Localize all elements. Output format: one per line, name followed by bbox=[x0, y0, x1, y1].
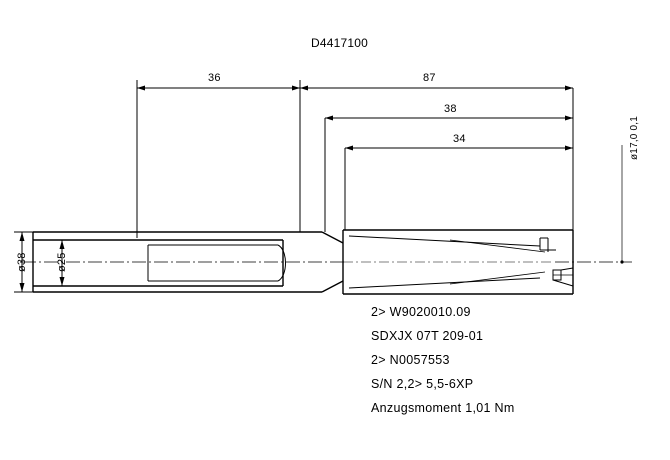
drawing-title: D4417100 bbox=[311, 36, 368, 50]
arrow-right-38 bbox=[565, 115, 573, 121]
spec-line-4: S/N 2,2> 5,5-6XP bbox=[371, 377, 474, 391]
dimension-lines-upper bbox=[136, 80, 574, 238]
spec-line-3: 2> N0057553 bbox=[371, 353, 450, 367]
flute-line-bottom-2 bbox=[449, 271, 546, 285]
dim-label-38: 38 bbox=[444, 103, 457, 115]
centerlines bbox=[22, 145, 632, 264]
cone-bottom bbox=[321, 280, 344, 293]
insert-edge-line bbox=[552, 279, 574, 287]
spec-line-2: SDXJX 07T 209-01 bbox=[371, 329, 484, 343]
flute-line-bottom bbox=[348, 277, 541, 289]
dim-label-87: 87 bbox=[423, 72, 436, 84]
flute-line-top bbox=[348, 235, 541, 247]
arrow-left-38 bbox=[325, 115, 333, 121]
arrow-top-d38 bbox=[19, 232, 25, 241]
dim-label-diameter-17: ø17,0 0,1 bbox=[629, 115, 640, 160]
dim-label-diameter-25: ø25 bbox=[56, 252, 68, 272]
arrow-left-34 bbox=[345, 145, 353, 151]
arrow-right-36 bbox=[292, 85, 300, 91]
tool-body-outline bbox=[32, 229, 574, 295]
dim-label-36: 36 bbox=[208, 72, 221, 84]
spec-line-1: 2> W9020010.09 bbox=[371, 305, 471, 319]
dim-label-diameter-38: ø38 bbox=[16, 252, 28, 272]
arrow-left-87 bbox=[300, 85, 308, 91]
arrow-bot-d38 bbox=[19, 283, 25, 292]
arrow-bot-d25 bbox=[59, 277, 65, 286]
dim-label-34: 34 bbox=[453, 133, 466, 145]
arrow-right-87 bbox=[565, 85, 573, 91]
arrow-left-36 bbox=[137, 85, 145, 91]
bore-inner-cap bbox=[277, 244, 286, 282]
arrow-right-34 bbox=[565, 145, 573, 151]
arrow-top-d25 bbox=[59, 240, 65, 249]
cone-top bbox=[321, 231, 344, 244]
spec-line-5: Anzugsmoment 1,01 Nm bbox=[371, 401, 515, 415]
flute-line-top-2 bbox=[449, 239, 546, 253]
insert-edge-line-2 bbox=[560, 267, 574, 271]
